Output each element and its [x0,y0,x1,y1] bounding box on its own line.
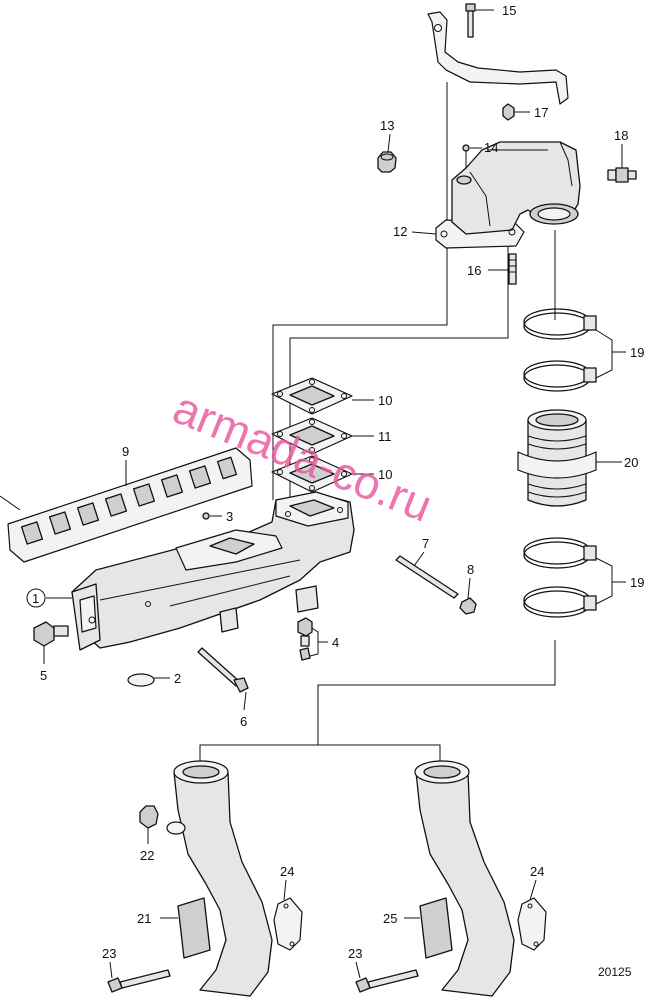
bolt-15 [465,3,476,38]
hose-clamp-lower-2 [523,586,597,618]
callout-1-circle [26,588,46,608]
gasket-24-left [273,897,303,951]
callout-13: 13 [380,118,394,133]
exhaust-elbow [435,141,581,249]
callout-24-right: 24 [530,864,544,879]
callout-19-lower: 19 [630,575,644,590]
callout-20: 20 [624,455,638,470]
alignment-lines [199,82,556,765]
stud-7 [395,555,459,599]
screw-3 [202,512,210,520]
manifold-gasket-9 [7,447,253,563]
hose-clamp-upper-1 [523,308,597,340]
exhaust-pipe-21 [166,760,273,997]
mounting-bracket [427,11,569,105]
callout-10-upper: 10 [378,393,392,408]
exhaust-pipe-25 [414,760,515,997]
callout-6: 6 [240,714,247,729]
hose-clamp-lower-1 [523,537,597,569]
callout-16: 16 [467,263,481,278]
diagram-reference-number: 20125 [598,965,632,979]
gasket-edge-line [0,495,21,511]
bolt-6 [197,647,249,693]
nut-8 [459,597,477,615]
callout-3: 3 [226,509,233,524]
bolt-23-left [107,969,171,993]
bolt-23-right [355,969,419,993]
callout-17: 17 [534,105,548,120]
stud-16 [508,253,517,285]
gasket-10-upper [271,377,353,415]
nut-13 [377,151,397,173]
callout-10-lower: 10 [378,467,392,482]
callout-14: 14 [484,140,498,155]
callout-12: 12 [393,224,407,239]
callout-23-right: 23 [348,946,362,961]
fitting-5 [33,621,69,647]
temperature-sensor-18 [607,158,637,183]
callout-8: 8 [467,562,474,577]
gasket-11 [271,417,353,455]
callout-25: 25 [383,911,397,926]
gasket-24-right [517,897,547,951]
nut-17 [502,103,515,121]
callout-9: 9 [122,444,129,459]
callout-15: 15 [502,3,516,18]
nut-22 [139,805,159,829]
callout-5: 5 [40,668,47,683]
nipple-4 [297,617,313,661]
exhaust-hose-20 [517,409,597,507]
leader-lines [43,9,626,979]
hose-clamp-upper-2 [523,360,597,392]
screw-14 [462,144,470,168]
callout-24-left: 24 [280,864,294,879]
callout-22: 22 [140,848,154,863]
callout-2: 2 [174,671,181,686]
callout-1: 1 [32,591,39,606]
callout-21: 21 [137,911,151,926]
plug-2 [127,673,155,687]
callout-4: 4 [332,635,339,650]
gasket-10-lower [271,455,353,493]
callout-23-left: 23 [102,946,116,961]
callout-11: 11 [378,429,392,444]
exhaust-manifold [71,491,355,651]
callout-labels: 15 17 18 13 14 12 16 19 20 19 10 11 10 9… [26,3,644,961]
callout-18: 18 [614,128,628,143]
callout-7: 7 [422,536,429,551]
callout-19-upper: 19 [630,345,644,360]
